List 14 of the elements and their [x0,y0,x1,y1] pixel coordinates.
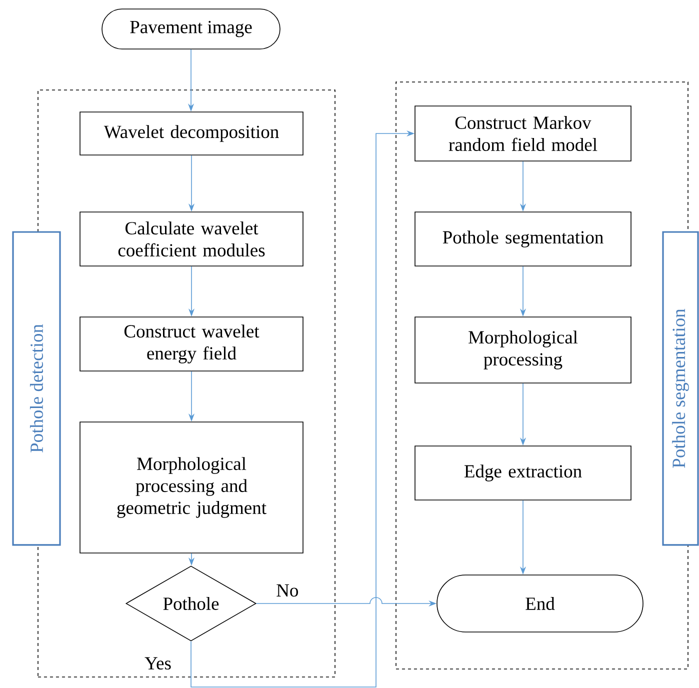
side-label-box: Pothole detection [12,231,61,546]
process-box: Construct Markov random field model [414,106,632,162]
edge-label: No [275,583,300,598]
process-box: Morphological processing [414,316,632,384]
process-box: Wavelet decomposition [80,112,304,156]
edge-label: Yes [144,656,172,671]
process-box: Pothole segmentation [414,212,632,266]
process-box: Edge extraction [414,446,632,500]
side-label-box: Pothole segmentation [662,231,699,546]
process-box: Construct wavelet energy field [80,316,304,372]
terminal-box: Pavement image [102,8,280,50]
terminal-box: End [436,574,644,632]
process-box: Calculate wavelet coefficient modules [80,212,304,266]
process-box: Morphological processing and geometric judgment [80,422,304,554]
